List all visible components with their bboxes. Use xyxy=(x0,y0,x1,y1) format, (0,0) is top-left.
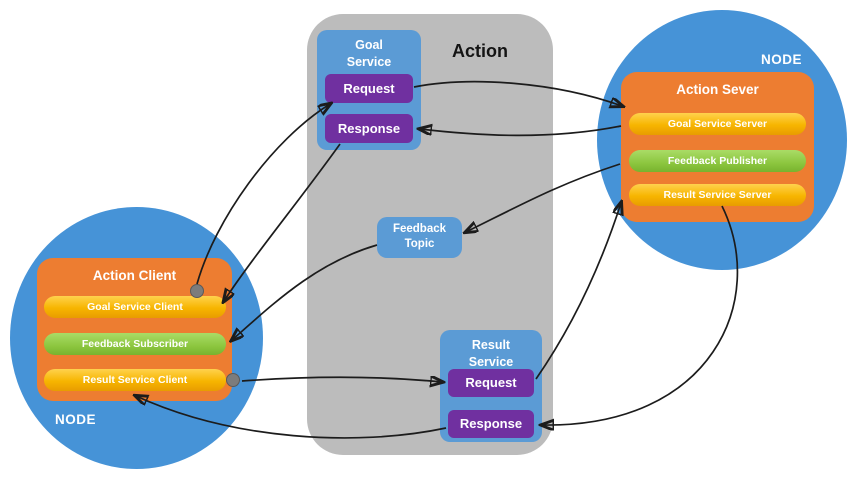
goal-service-server-pill: Goal Service Server xyxy=(629,113,806,135)
feedback-topic-title-line2: Topic xyxy=(404,237,435,250)
client-node-label: NODE xyxy=(55,412,97,427)
goal-response-button: Response xyxy=(325,114,413,143)
action-title: Action xyxy=(452,41,508,61)
goal-service-client-pill: Goal Service Client xyxy=(44,296,226,318)
action-client-title: Action Client xyxy=(92,268,177,283)
result-service-client-pill: Result Service Client xyxy=(44,369,226,391)
goal-client-connector-dot xyxy=(190,284,204,298)
goal-request-button: Request xyxy=(325,74,413,103)
feedback-subscriber-pill: Feedback Subscriber xyxy=(44,333,226,355)
result-response-button: Response xyxy=(448,410,534,438)
feedback-topic-box: Feedback Topic xyxy=(377,217,462,258)
result-service-title-line1: Result xyxy=(471,338,511,352)
result-service-title-line2: Service xyxy=(468,354,514,369)
server-node-label: NODE xyxy=(761,52,803,67)
goal-service-title-line2: Service xyxy=(346,54,392,69)
result-request-button: Request xyxy=(448,369,534,397)
result-service-server-pill: Result Service Server xyxy=(629,184,806,206)
goal-service-title: Goal Service xyxy=(317,30,421,70)
feedback-publisher-pill: Feedback Publisher xyxy=(629,150,806,172)
feedback-topic-title-line1: Feedback xyxy=(392,223,447,235)
action-server-title: Action Sever xyxy=(676,82,759,97)
goal-service-title-line1: Goal xyxy=(355,38,383,52)
feedback-topic-title: Feedback Topic xyxy=(377,217,462,252)
result-client-connector-dot xyxy=(226,373,240,387)
result-service-title: Result Service xyxy=(440,330,542,370)
